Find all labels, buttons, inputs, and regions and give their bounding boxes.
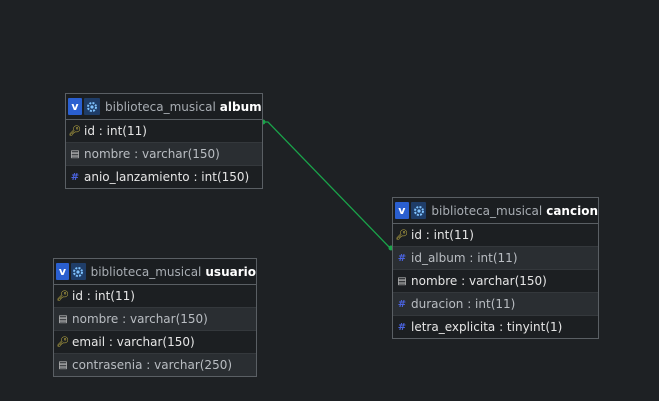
- database-icon: ▤: [58, 359, 68, 371]
- column-row[interactable]: 🔑︎ id : int(11): [54, 285, 256, 308]
- column-label: id : int(11): [84, 124, 147, 138]
- column-row[interactable]: # letra_explicita : tinyint(1): [393, 316, 598, 338]
- table-name: album: [219, 99, 262, 114]
- column-label: id : int(11): [72, 289, 135, 303]
- database-icon: ▤: [70, 148, 80, 160]
- column-label: email : varchar(150): [72, 335, 195, 349]
- key-icon: 🔑︎: [56, 336, 70, 348]
- column-row[interactable]: ▤ nombre : varchar(150): [66, 143, 262, 166]
- column-row[interactable]: # anio_lanzamiento : int(150): [66, 166, 262, 188]
- hash-icon: #: [397, 298, 407, 310]
- column-row[interactable]: ▤ contrasenia : varchar(250): [54, 354, 256, 376]
- column-row[interactable]: ▤ nombre : varchar(150): [54, 308, 256, 331]
- column-label: nombre : varchar(150): [84, 147, 220, 161]
- column-label: anio_lanzamiento : int(150): [84, 170, 250, 184]
- key-icon: 🔑︎: [56, 290, 70, 302]
- gear-icon[interactable]: [410, 202, 427, 219]
- column-row[interactable]: 🔑︎ id : int(11): [66, 120, 262, 143]
- v-badge-icon[interactable]: v: [395, 202, 409, 219]
- hash-icon: #: [397, 321, 407, 333]
- column-label: id : int(11): [411, 228, 474, 242]
- schema-name: biblioteca_musical: [431, 203, 543, 218]
- relation-album-cancion: [262, 121, 394, 249]
- schema-name: biblioteca_musical: [105, 99, 216, 114]
- hash-icon: #: [397, 252, 407, 264]
- key-icon: 🔑︎: [68, 125, 82, 137]
- column-row[interactable]: 🔑︎ email : varchar(150): [54, 331, 256, 354]
- column-label: nombre : varchar(150): [72, 312, 208, 326]
- hash-icon: #: [70, 171, 80, 183]
- v-badge-icon[interactable]: v: [68, 98, 82, 115]
- database-icon: ▤: [397, 275, 407, 287]
- column-row[interactable]: ▤ nombre : varchar(150): [393, 270, 598, 293]
- column-row[interactable]: # id_album : int(11): [393, 247, 598, 270]
- v-badge-icon[interactable]: v: [56, 263, 69, 280]
- column-label: id_album : int(11): [411, 251, 518, 265]
- key-icon: 🔑︎: [395, 229, 409, 241]
- gear-icon[interactable]: [70, 263, 86, 280]
- column-row[interactable]: # duracion : int(11): [393, 293, 598, 316]
- table-name: cancion: [546, 203, 598, 218]
- column-label: nombre : varchar(150): [411, 274, 547, 288]
- column-label: contrasenia : varchar(250): [72, 358, 233, 372]
- table-name: usuario: [205, 264, 256, 279]
- schema-name: biblioteca_musical: [90, 264, 202, 279]
- column-label: duracion : int(11): [411, 297, 516, 311]
- column-row[interactable]: 🔑︎ id : int(11): [393, 224, 598, 247]
- gear-icon[interactable]: [84, 98, 100, 115]
- database-icon: ▤: [58, 313, 68, 325]
- column-label: letra_explicita : tinyint(1): [411, 320, 563, 334]
